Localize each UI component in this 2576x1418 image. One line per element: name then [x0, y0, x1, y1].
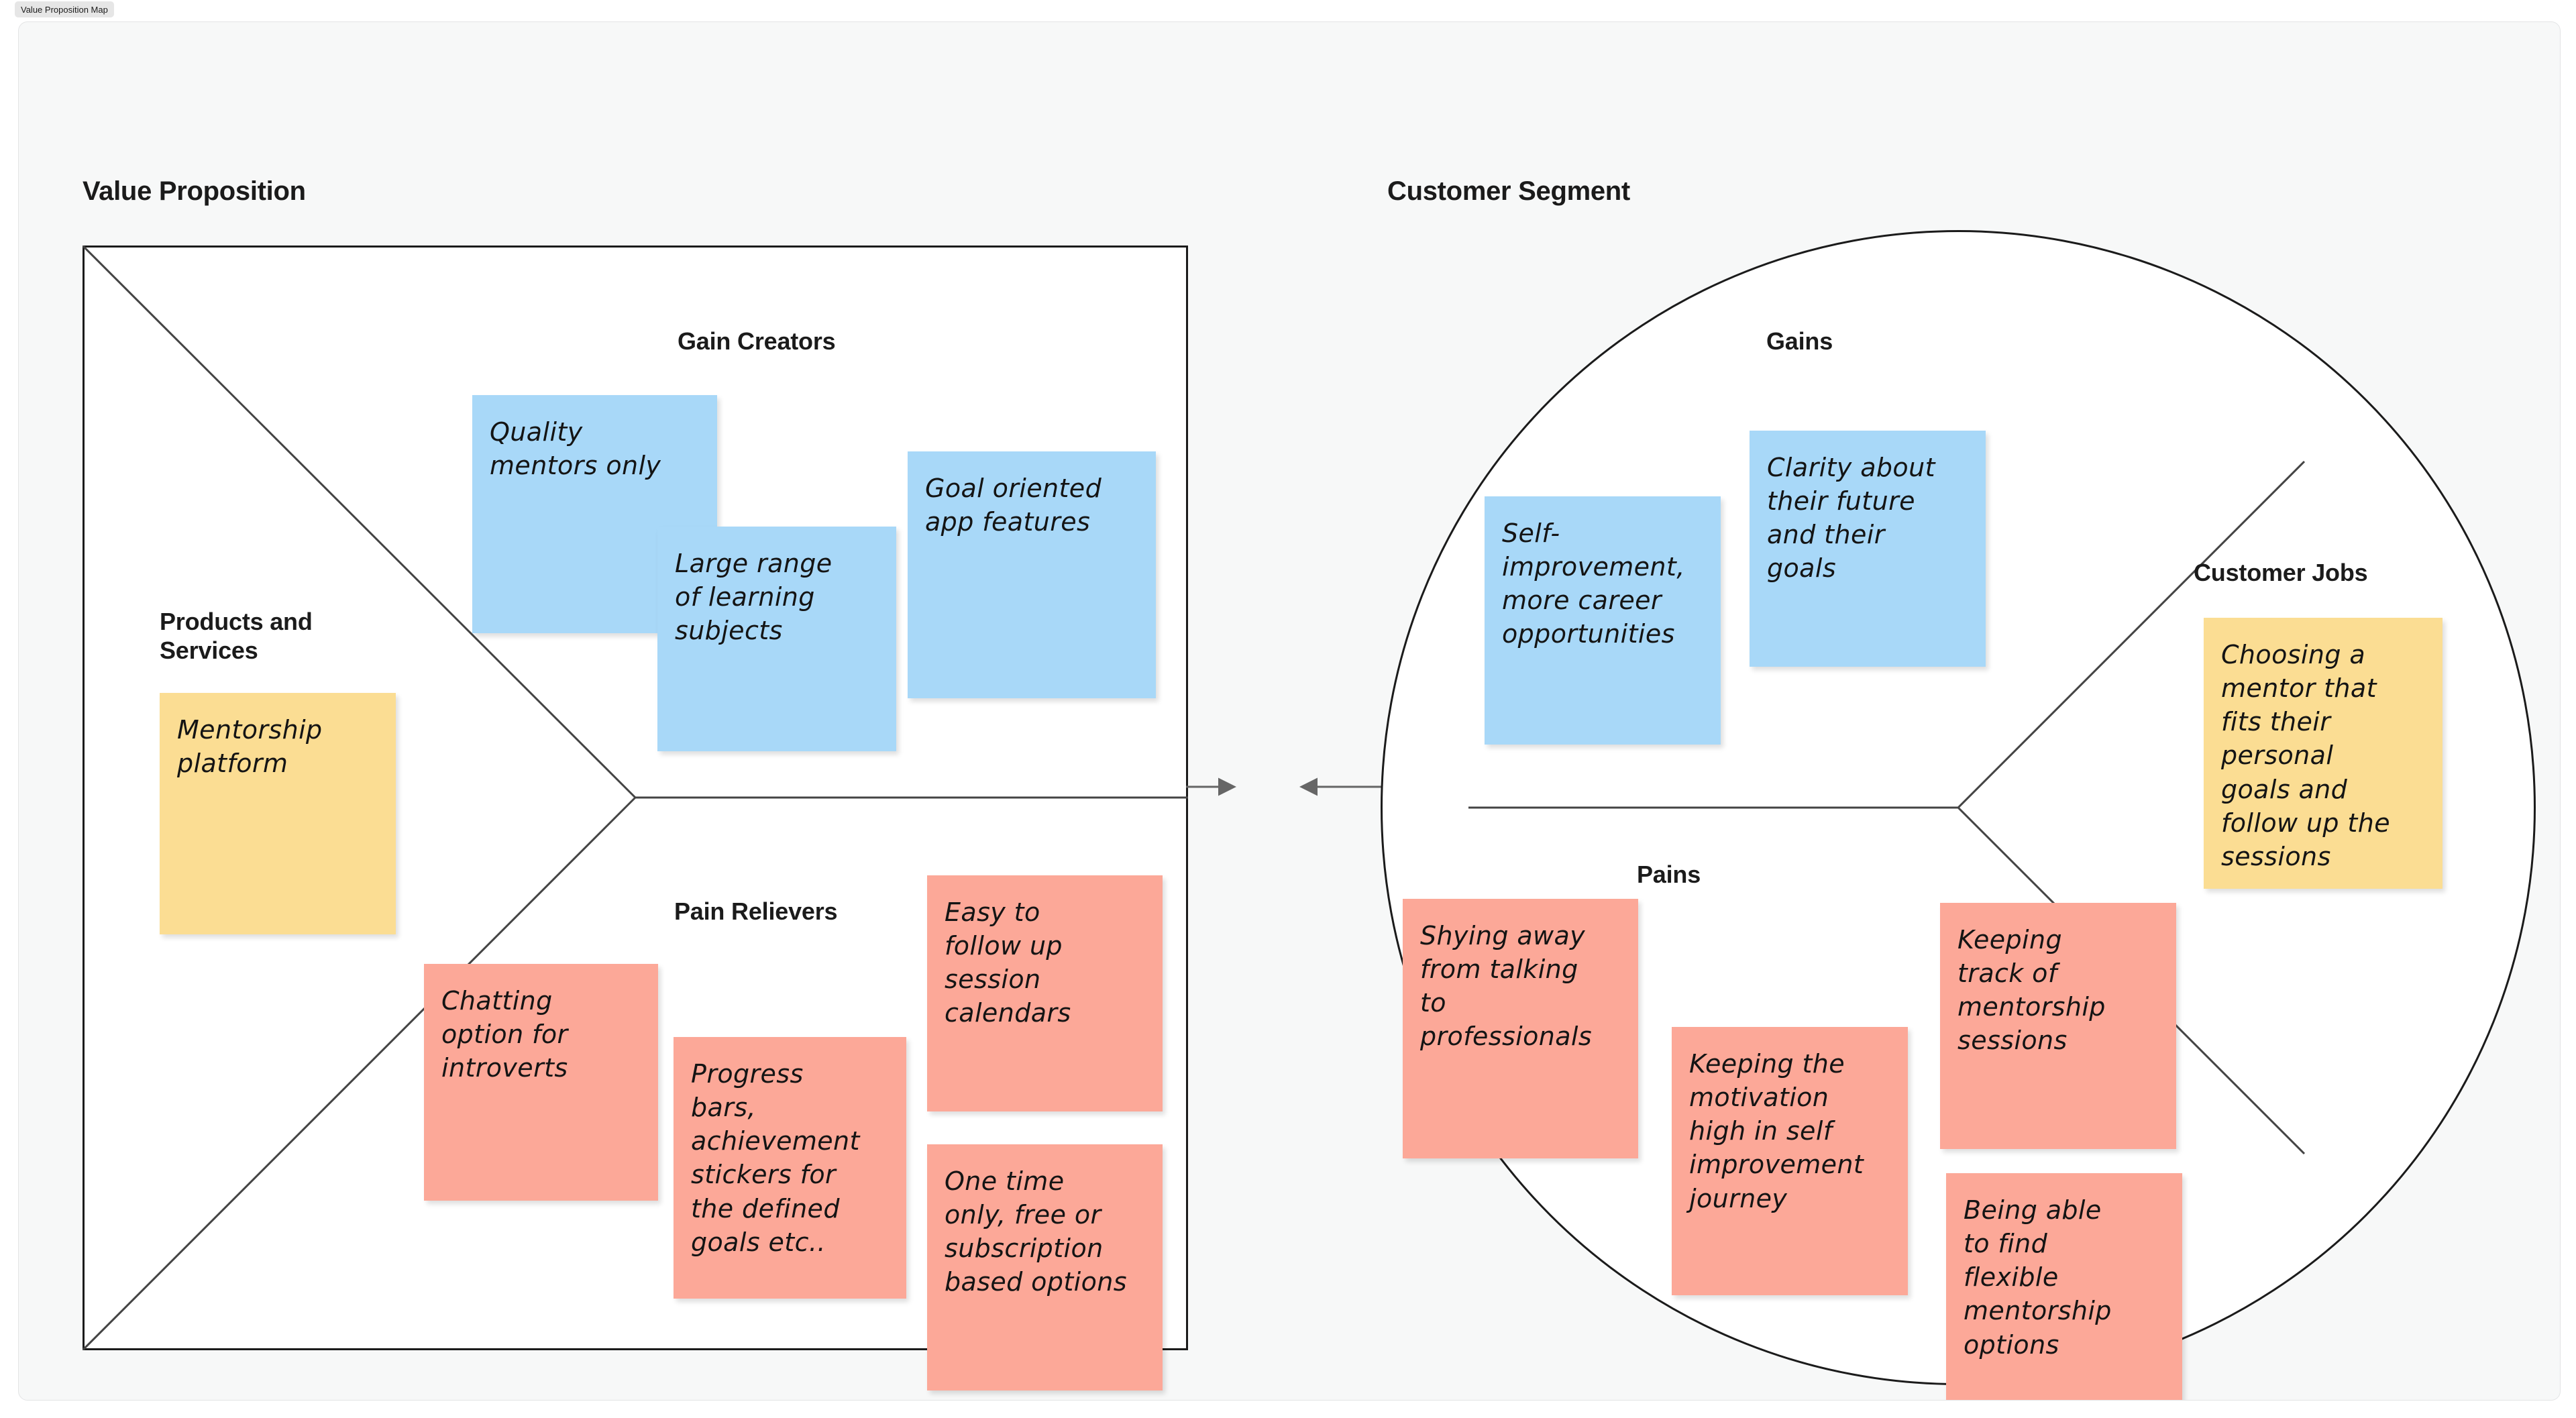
sticky-note[interactable]: Chatting option for introverts [424, 964, 658, 1201]
sticky-note[interactable]: Large range of learning subjects [657, 527, 896, 751]
sticky-note[interactable]: Shying away from talking to professional… [1403, 899, 1638, 1158]
sticky-note[interactable]: Choosing a mentor that fits their person… [2204, 618, 2443, 889]
sticky-note[interactable]: Keeping track of mentorship sessions [1940, 903, 2176, 1149]
pains-title: Pains [1637, 861, 1701, 888]
diagram-canvas[interactable]: Value Proposition Customer Segment Gain … [18, 21, 2561, 1401]
sticky-note[interactable]: Mentorship platform [160, 693, 396, 934]
bidirectional-connector [1186, 777, 1401, 796]
sticky-note[interactable]: Being able to find flexible mentorship o… [1946, 1173, 2182, 1400]
sticky-note[interactable]: One time only, free or subscription base… [927, 1144, 1163, 1390]
tab-label: Value Proposition Map [21, 4, 108, 15]
sticky-note[interactable]: Keeping the motivation high in self impr… [1672, 1027, 1908, 1295]
browser-tab-strip: Value Proposition Map [0, 0, 2576, 20]
products-and-services-title: Products and Services [160, 608, 313, 665]
sticky-note[interactable]: Goal oriented app features [908, 451, 1156, 698]
sticky-note[interactable]: Self- improvement, more career opportuni… [1485, 496, 1721, 745]
sticky-note[interactable]: Progress bars, achievement stickers for … [674, 1037, 906, 1299]
customer-segment-title: Customer Segment [1387, 176, 1630, 206]
pain-relievers-title: Pain Relievers [674, 897, 838, 925]
value-proposition-dividers [83, 246, 1188, 1350]
tab-value-proposition-map[interactable]: Value Proposition Map [15, 1, 114, 17]
value-proposition-title: Value Proposition [83, 176, 306, 206]
gains-title: Gains [1766, 327, 1833, 355]
gain-creators-title: Gain Creators [678, 327, 836, 355]
sticky-note[interactable]: Easy to follow up session calendars [927, 875, 1163, 1111]
sticky-note[interactable]: Clarity about their future and their goa… [1750, 431, 1986, 667]
customer-jobs-title: Customer Jobs [2194, 559, 2368, 586]
